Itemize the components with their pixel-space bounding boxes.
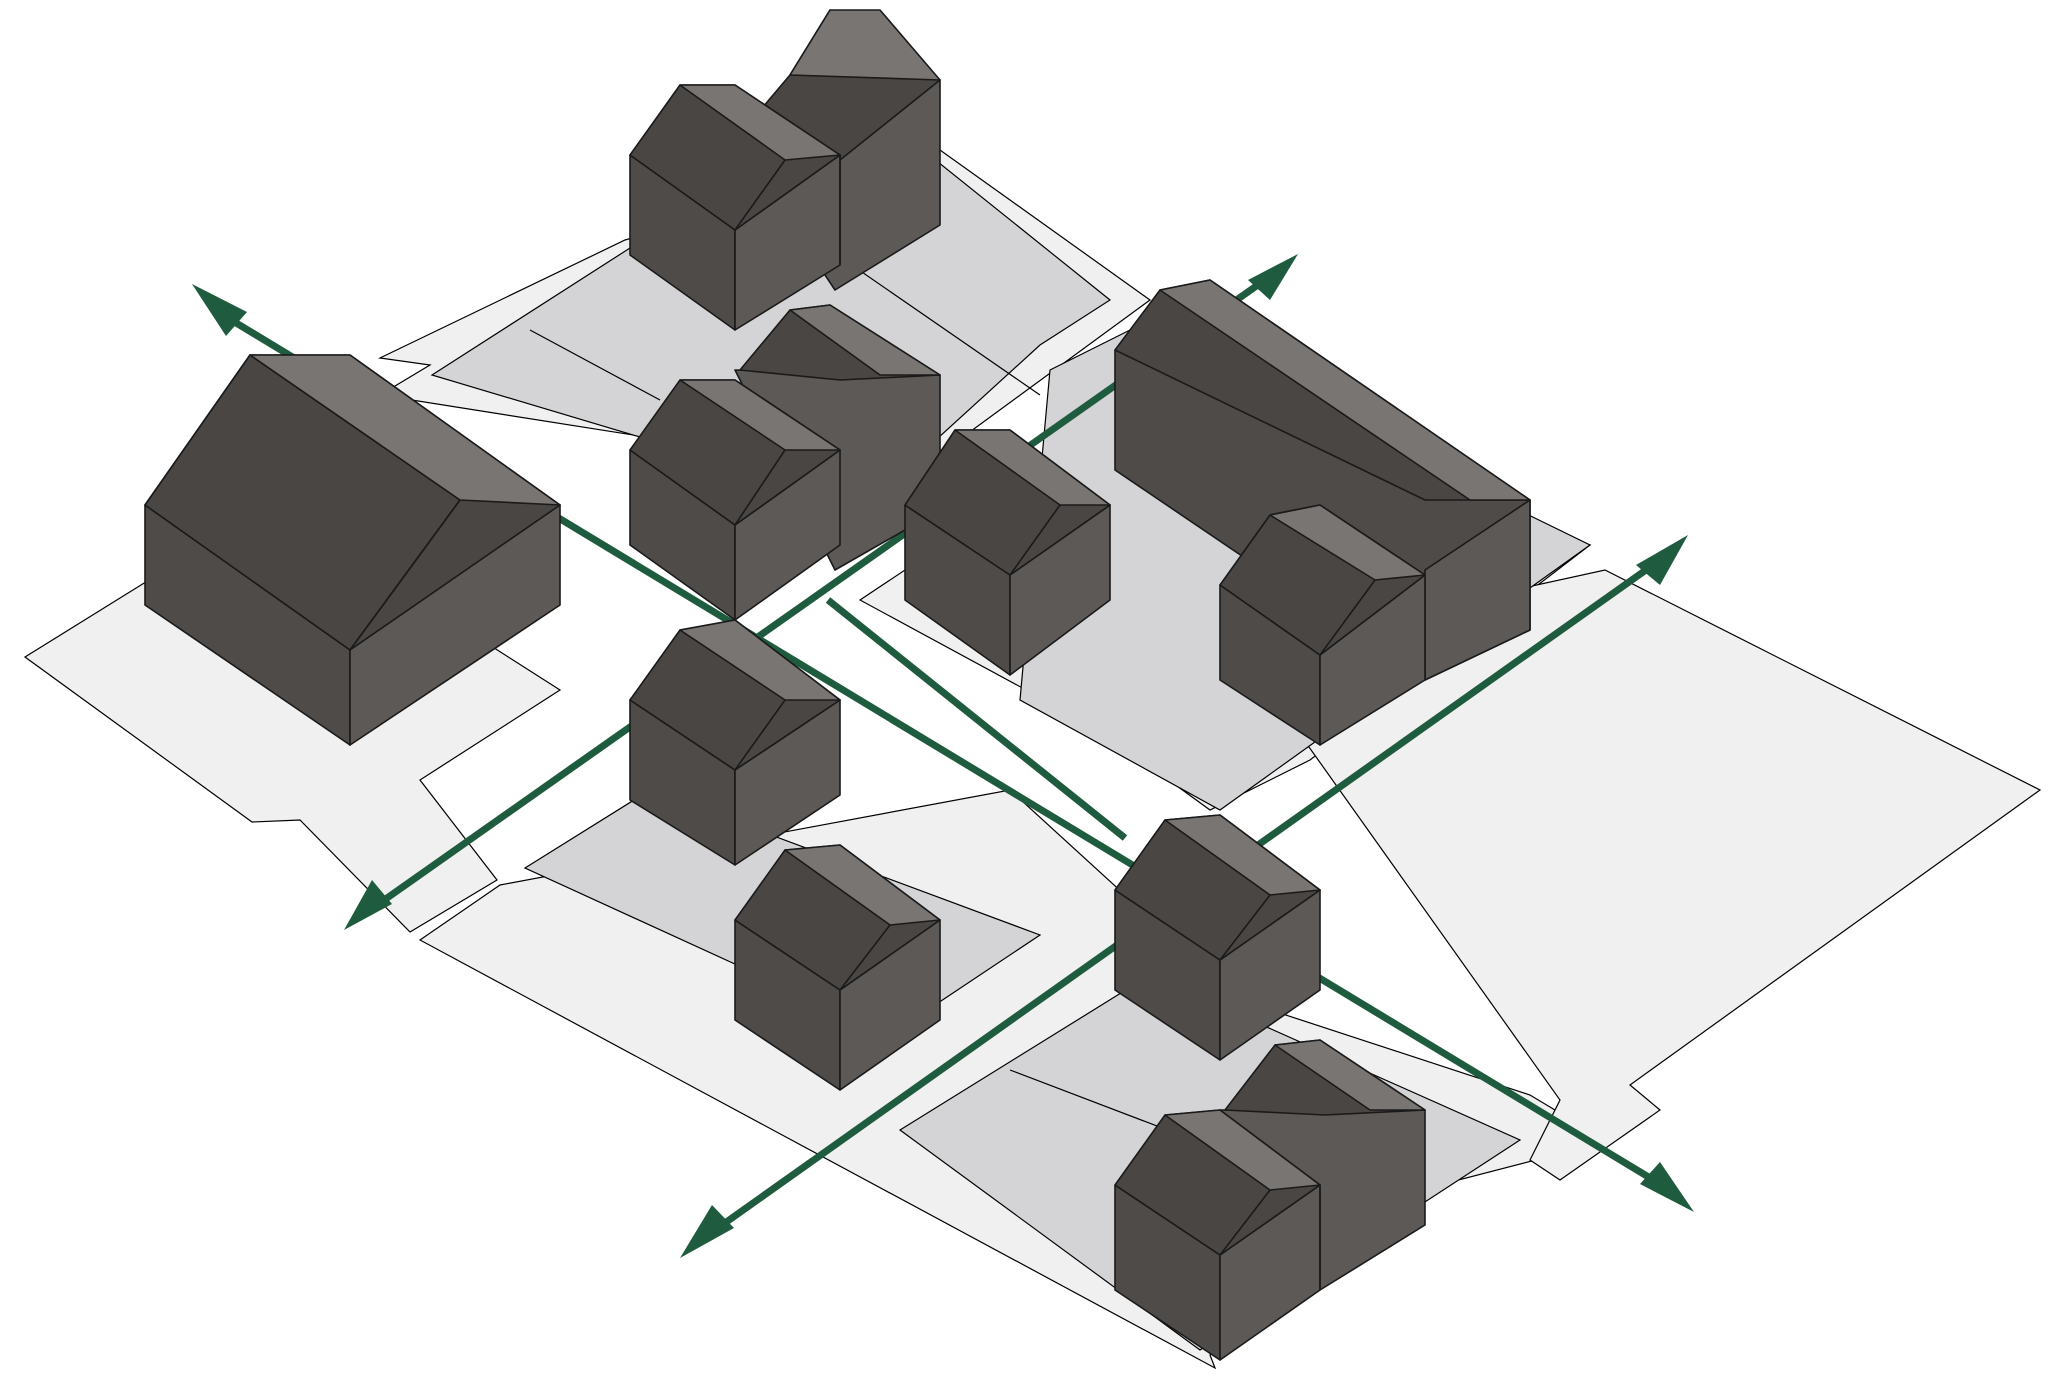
building-center-twin-front [629, 379, 841, 621]
yard-north-divider [529, 329, 661, 401]
building-east-annex [1219, 504, 1426, 746]
building-southeast-house [1114, 814, 1321, 1061]
building-southeast-twin-front [1114, 1109, 1321, 1361]
axis-arrowhead-se [1640, 1162, 1694, 1212]
axis-arrowhead-sw-north [344, 880, 392, 930]
axis-arrowhead-nw [192, 284, 247, 336]
axis-arrowhead-ne-south [1636, 535, 1688, 585]
buildings-layer [144, 9, 1531, 1361]
building-middle-house [904, 429, 1111, 676]
building-north-twin-front [629, 84, 841, 331]
axis-arrow-center-diagonal [825, 597, 1128, 841]
yard-north-divider-2 [829, 249, 1041, 396]
building-southwest-back [629, 619, 841, 866]
building-large-barn [144, 354, 561, 746]
axis-arrowhead-sw-south [680, 1205, 734, 1258]
axis-arrowhead-ne-north [1248, 254, 1298, 300]
building-southwest-front [734, 844, 941, 1091]
